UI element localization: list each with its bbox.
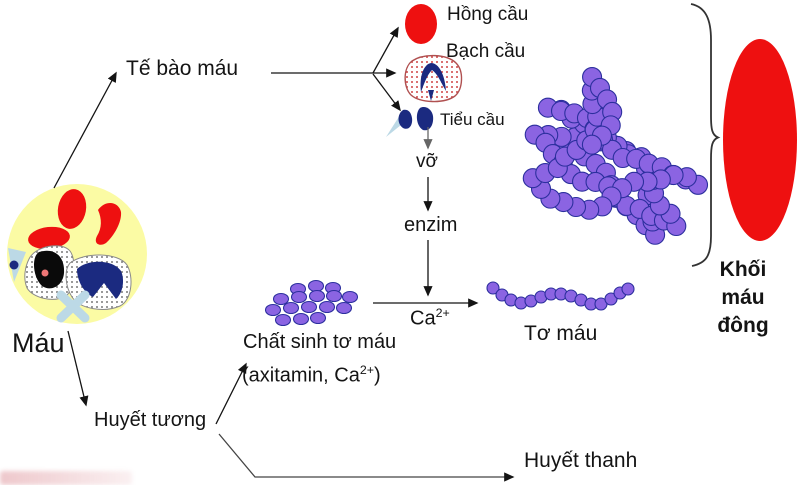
red-blood-cell-shape	[405, 4, 437, 44]
fibrinogen-cluster	[264, 279, 359, 327]
arrow-branch-up	[372, 26, 399, 74]
label-to-mau: Tơ máu	[524, 322, 598, 345]
label-ca: Ca2+	[410, 306, 450, 331]
label-axitamin-suffix: )	[373, 364, 381, 387]
label-enzim: enzim	[404, 214, 458, 236]
label-hong-cau: Hồng cầu	[447, 4, 529, 25]
platelet-dot	[9, 260, 19, 270]
label-mau2: máu	[721, 286, 765, 309]
red-cell-shape	[28, 226, 70, 250]
label-huyet-thanh: Huyết thanh	[524, 449, 638, 472]
arrow-branch-down	[372, 73, 401, 112]
label-axitamin-prefix: (axitamin, Ca	[242, 364, 360, 387]
blood-clot-shape	[723, 39, 797, 241]
label-vo: vỡ	[416, 151, 438, 172]
white-blood-cell-shape	[404, 54, 463, 103]
arrow-mau-to-huyettuong	[67, 330, 89, 407]
red-cell-shape	[95, 203, 122, 245]
label-khoi: Khối	[719, 258, 767, 281]
label-mau: Máu	[12, 328, 65, 358]
red-cell-shape	[57, 189, 87, 229]
label-axitamin: (axitamin, Ca2+)	[242, 363, 381, 388]
watermark-remnant	[0, 471, 132, 485]
label-bach-cau: Bạch cầu	[446, 41, 526, 62]
label-khoi-mau-dong: Khối máu đông	[703, 256, 783, 340]
label-ca-base: Ca	[410, 307, 436, 330]
cell-nucleus	[77, 261, 124, 299]
flow-arrows	[53, 26, 515, 482]
nucleolus-dot	[41, 269, 49, 277]
blood-sample-circle	[7, 184, 147, 324]
curly-brace	[690, 3, 721, 267]
label-te-bao-mau: Tế bào máu	[126, 57, 239, 80]
arrow-huyettuong-to-chatsinh	[215, 362, 247, 425]
fibrin-tangle	[522, 66, 709, 245]
label-axitamin-sup: 2+	[359, 363, 374, 377]
platelets-shape	[386, 106, 434, 137]
fibrin-strand	[486, 281, 635, 311]
label-huyet-tuong: Huyết tương	[94, 409, 207, 431]
cross-cell-shape	[56, 290, 90, 323]
cell-nucleus	[33, 250, 65, 289]
label-tieu-cau: Tiểu cầu	[440, 110, 505, 129]
label-chat-sinh-to-mau: Chất sinh tơ máu	[243, 331, 397, 353]
arrow-mau-to-tebao	[53, 71, 117, 189]
label-ca-sup: 2+	[435, 306, 450, 320]
label-dong: đông	[717, 314, 769, 337]
arrow-huyettuong-to-huyetthanh	[218, 433, 515, 482]
